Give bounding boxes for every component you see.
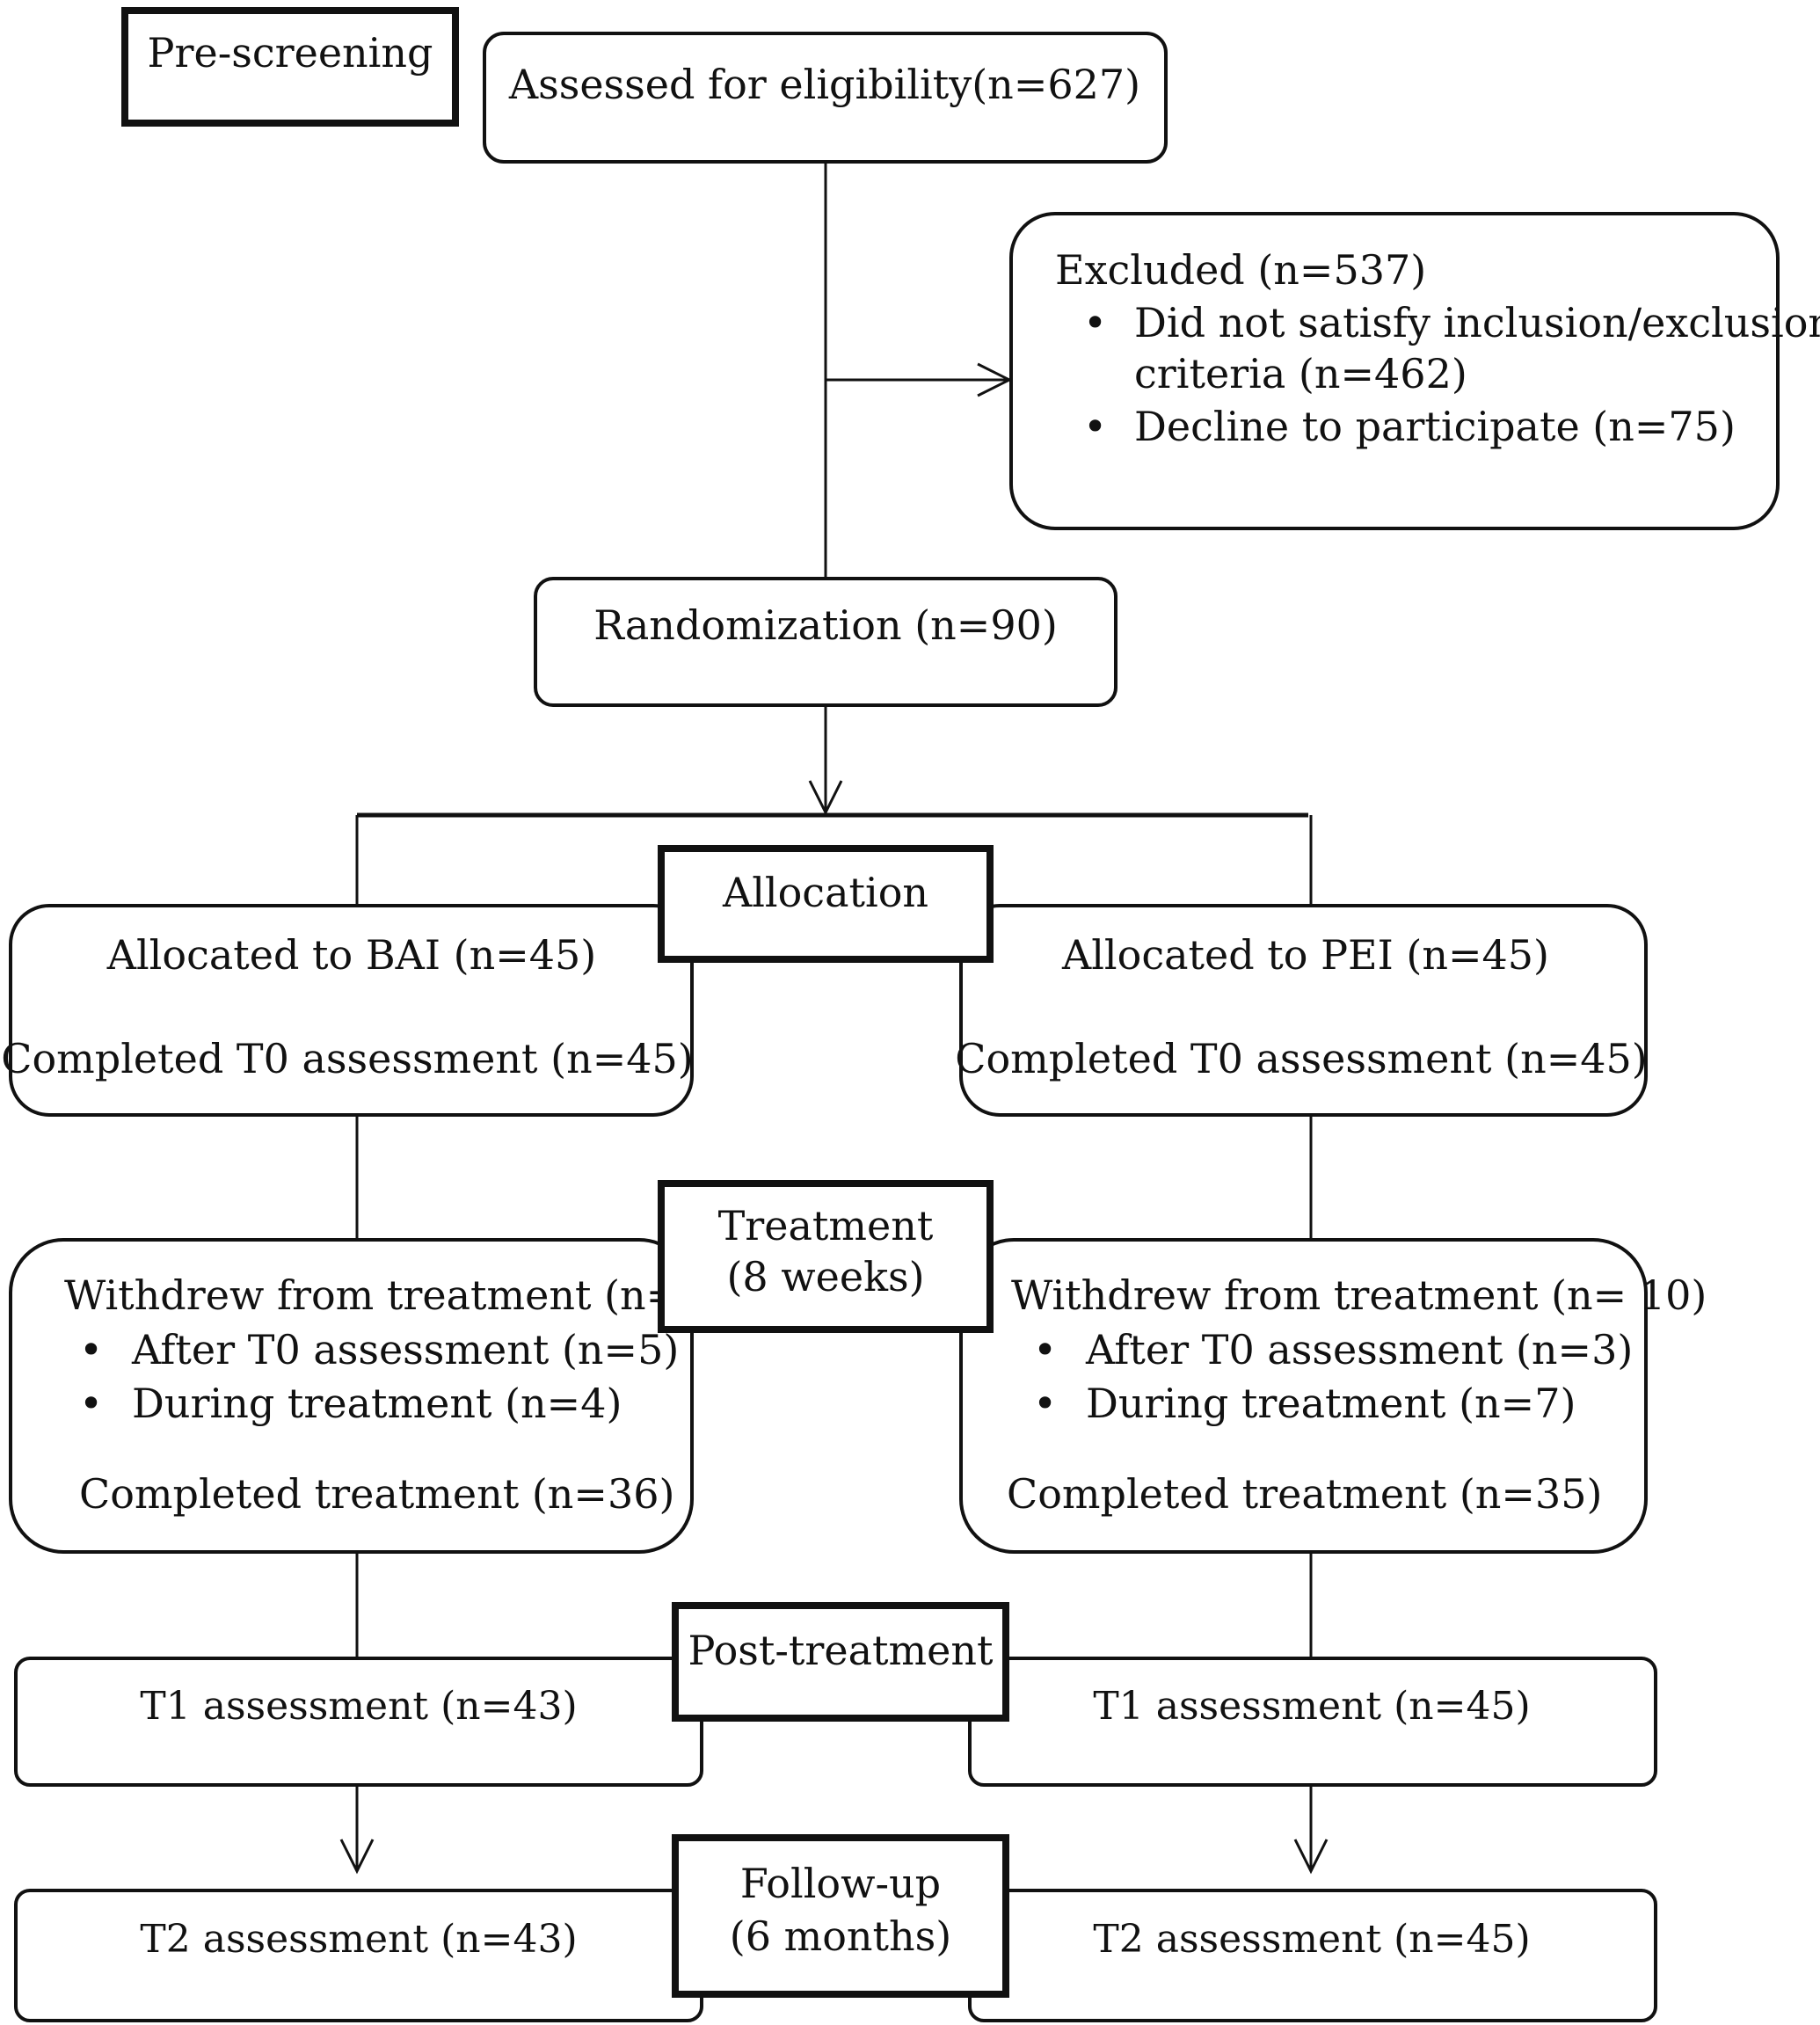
bai-withdrew-during: During treatment (n=4): [132, 1380, 622, 1427]
bai-withdrew-label: Withdrew from treatment (n= 9): [64, 1271, 734, 1319]
followup-duration-label: (6 months): [730, 1912, 951, 1960]
followup-stage-box: Follow-up (6 months): [672, 1834, 1009, 1998]
pei-completed-label: Completed treatment (n=35): [1007, 1470, 1602, 1518]
prescreening-box: Pre-screening: [121, 7, 459, 127]
connectors: [339, 162, 1329, 1875]
pei-t1-label: T1 assessment (n=45): [1093, 1684, 1530, 1729]
followup-label: Follow-up: [740, 1860, 941, 1907]
bai-t2-box: T2 assessment (n=43): [14, 1889, 703, 2022]
arrow-to-split: [808, 780, 843, 816]
pei-bullet-1: •: [1033, 1326, 1057, 1373]
arrow-pei-to-t2: [1293, 1839, 1329, 1875]
treatment-duration-label: (8 weeks): [726, 1253, 924, 1300]
pei-t1-box: T1 assessment (n=45): [968, 1657, 1657, 1787]
bai-treatment-box: Withdrew from treatment (n= 9) • After T…: [9, 1238, 734, 1554]
allocation-label: Allocation: [722, 869, 928, 916]
post-treatment-stage-box: Post-treatment: [672, 1602, 1009, 1722]
prescreening-label: Pre-screening: [148, 29, 433, 76]
bai-t0-label: Completed T0 assessment (n=45): [1, 1035, 693, 1082]
pei-allocated-label: Allocated to PEI (n=45): [1061, 931, 1549, 979]
bai-t1-label: T1 assessment (n=43): [140, 1684, 577, 1729]
excluded-reason-declined: Decline to participate (n=75): [1134, 403, 1736, 450]
bai-t2-label: T2 assessment (n=43): [140, 1917, 577, 1962]
pei-t0-label: Completed T0 assessment (n=45): [955, 1035, 1647, 1082]
randomization-label: Randomization (n=90): [593, 601, 1058, 649]
bai-completed-label: Completed treatment (n=36): [79, 1470, 674, 1518]
assessed-box: Assessed for eligibility(n=627): [483, 32, 1168, 164]
pei-withdrew-during: During treatment (n=7): [1086, 1380, 1576, 1427]
pei-t2-box: T2 assessment (n=45): [968, 1889, 1657, 2022]
excluded-box: Excluded (n=537) • Did not satisfy inclu…: [1009, 212, 1820, 530]
excluded-reason-criteria: Did not satisfy inclusion/exclusion: [1134, 299, 1820, 346]
post-treatment-label: Post-treatment: [688, 1627, 994, 1674]
bai-bullet-2: •: [79, 1380, 103, 1427]
pei-t2-label: T2 assessment (n=45): [1093, 1917, 1530, 1962]
allocation-stage-box: Allocation: [658, 845, 994, 963]
excluded-reason-criteria-cont: criteria (n=462): [1134, 350, 1467, 397]
bai-t1-box: T1 assessment (n=43): [14, 1657, 703, 1787]
pei-allocation-box: Allocated to PEI (n=45) Completed T0 ass…: [955, 904, 1648, 1117]
bai-allocated-label: Allocated to BAI (n=45): [106, 931, 597, 979]
excluded-bullet-2: •: [1083, 403, 1107, 450]
pei-treatment-box: Withdrew from treatment (n= 10) • After …: [959, 1238, 1707, 1554]
assessed-label: Assessed for eligibility(n=627): [508, 61, 1140, 108]
randomization-box: Randomization (n=90): [534, 577, 1117, 707]
bai-allocation-box: Allocated to BAI (n=45) Completed T0 ass…: [1, 904, 694, 1117]
excluded-bullet-1: •: [1083, 299, 1107, 346]
bai-bullet-1: •: [79, 1326, 103, 1373]
arrow-bai-to-t2: [339, 1839, 375, 1875]
pei-withdrew-after-t0: After T0 assessment (n=3): [1085, 1326, 1633, 1373]
pei-withdrew-label: Withdrew from treatment (n= 10): [1011, 1271, 1707, 1319]
bai-withdrew-after-t0: After T0 assessment (n=5): [131, 1326, 679, 1373]
pei-bullet-2: •: [1033, 1380, 1057, 1427]
treatment-stage-box: Treatment (8 weeks): [658, 1180, 994, 1333]
treatment-label: Treatment: [718, 1202, 934, 1249]
excluded-title: Excluded (n=537): [1055, 246, 1426, 294]
